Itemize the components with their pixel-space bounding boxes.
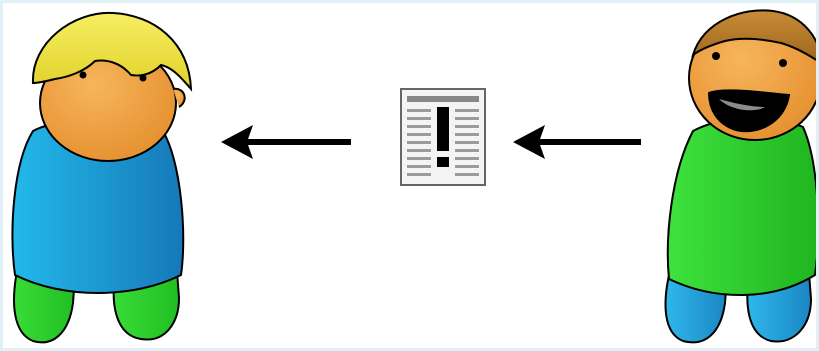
sender-figure [666, 10, 819, 342]
exclamation-icon [437, 107, 449, 167]
sender-eye-left [712, 52, 720, 60]
arrow-doc-to-receiver [221, 125, 351, 159]
arrow-sender-to-doc [513, 125, 641, 159]
message-flow-diagram [3, 3, 819, 351]
receiver-eye-left [80, 72, 87, 79]
receiver-eye-right [140, 75, 147, 82]
alert-document-icon [401, 89, 485, 185]
sender-shirt [668, 118, 818, 295]
receiver-figure [12, 13, 191, 342]
sender-eye-right [779, 59, 787, 67]
